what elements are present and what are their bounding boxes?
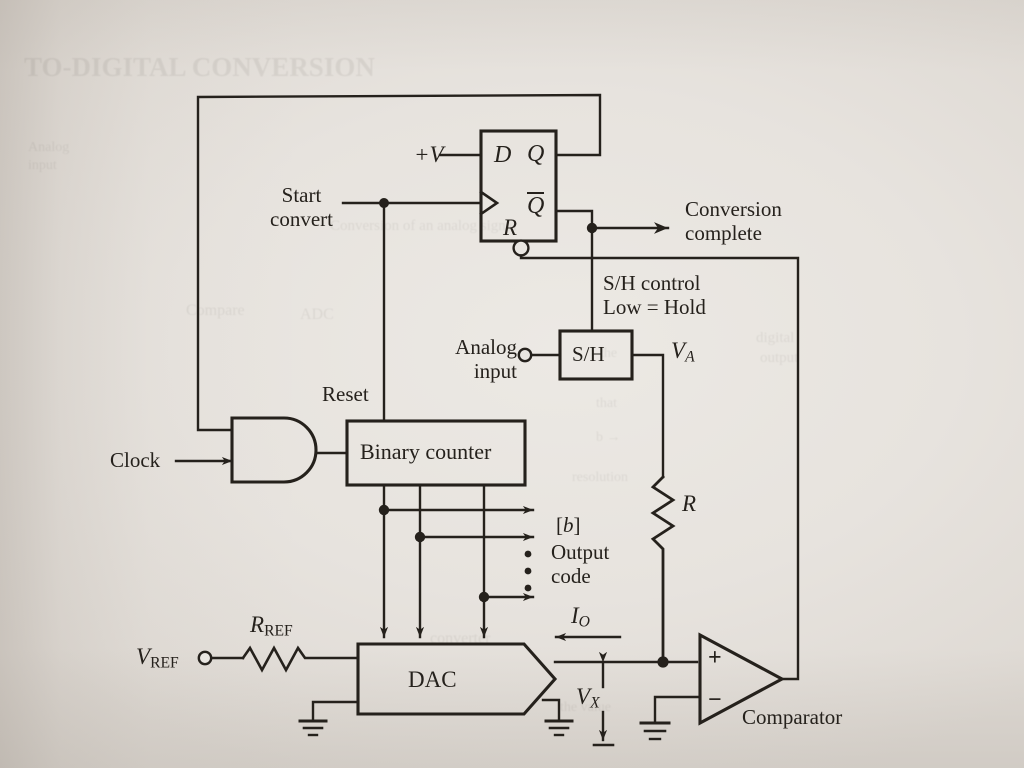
- label-output-code: Output code: [551, 540, 610, 588]
- wire-start-convert: [341, 201, 483, 423]
- bus-taps-output-code: [382, 505, 535, 602]
- label-v-x: VX: [576, 684, 600, 712]
- label-comparator: Comparator: [742, 705, 843, 729]
- junction-start-convert: [379, 198, 389, 208]
- ground-dac-right: [541, 698, 574, 737]
- label-q-output: Q: [527, 141, 545, 167]
- ghost-mark: that: [596, 396, 617, 411]
- ghost-mark: Compare: [186, 302, 245, 319]
- ground-dac-left: [298, 700, 360, 737]
- ghost-mark: TO-DIGITAL CONVERSION: [24, 52, 375, 82]
- label-bit-b: [[b]b]: [556, 513, 581, 537]
- wire-q-feedback-to-and-gate: [196, 93, 602, 432]
- component-resistor-r: [650, 475, 676, 662]
- block-and-gate: [230, 416, 318, 484]
- label-sample-hold: S/H: [572, 342, 605, 366]
- vx-measurement-arrows: [592, 651, 615, 747]
- label-clock: Clock: [110, 448, 161, 472]
- bus-counter-to-dac: [379, 483, 489, 639]
- ghost-mark: the value: [560, 700, 611, 715]
- label-resistor-r: R: [682, 491, 697, 516]
- wire-sh-output-to-resistor: [630, 353, 665, 479]
- ghost-mark: Conversion of an analog signal: [330, 218, 517, 234]
- label-binary-counter: Binary counter: [360, 439, 492, 464]
- label-dac: DAC: [408, 667, 457, 692]
- label-v-a: VA: [671, 338, 695, 366]
- ghost-mark: b →: [596, 430, 621, 445]
- label-plus-v: +V: [414, 142, 444, 167]
- label-qbar-output: Q: [527, 192, 545, 219]
- junction-bus-taps: [378, 504, 490, 603]
- label-analog-input: Analog input: [455, 335, 517, 383]
- label-conversion-complete: Conversion complete: [685, 197, 782, 245]
- label-start-convert: Start convert: [270, 183, 333, 231]
- label-v-ref: VREF: [136, 644, 179, 672]
- output-code-ellipsis: [524, 550, 532, 592]
- label-reset: Reset: [322, 382, 369, 406]
- block-comparator: [698, 632, 786, 726]
- ghost-mark: digital: [756, 330, 795, 346]
- block-binary-counter: [345, 419, 527, 487]
- ghost-mark: resolution: [572, 470, 628, 485]
- ghost-mark: the: [600, 346, 618, 361]
- wire-vref-to-dac: [197, 645, 360, 673]
- ghost-mark: input: [28, 158, 57, 173]
- block-d-flip-flop: [479, 129, 558, 243]
- label-comparator-minus: −: [708, 687, 722, 713]
- label-i-o: IO: [571, 603, 590, 631]
- label-d-input: D: [494, 142, 512, 168]
- label-sh-control: S/H control Low = Hold: [603, 271, 706, 319]
- ground-comparator-minus: [639, 695, 702, 741]
- wire-analog-input-to-sh: [517, 347, 562, 363]
- ghost-mark: Analog: [28, 140, 70, 155]
- ghost-mark: ADC: [300, 306, 334, 323]
- ghost-mark: output: [760, 350, 799, 366]
- label-r-input: R: [503, 215, 518, 240]
- junction-qbar: [586, 222, 598, 234]
- label-comparator-plus: +: [708, 645, 722, 671]
- wire-comparator-to-flipflop-reset: [519, 254, 800, 681]
- wire-qbar-output: [554, 209, 670, 333]
- label-r-ref: RREF: [250, 612, 293, 640]
- junction-vx-node: [657, 656, 669, 668]
- flip-flop-reset-bubble: [512, 239, 530, 257]
